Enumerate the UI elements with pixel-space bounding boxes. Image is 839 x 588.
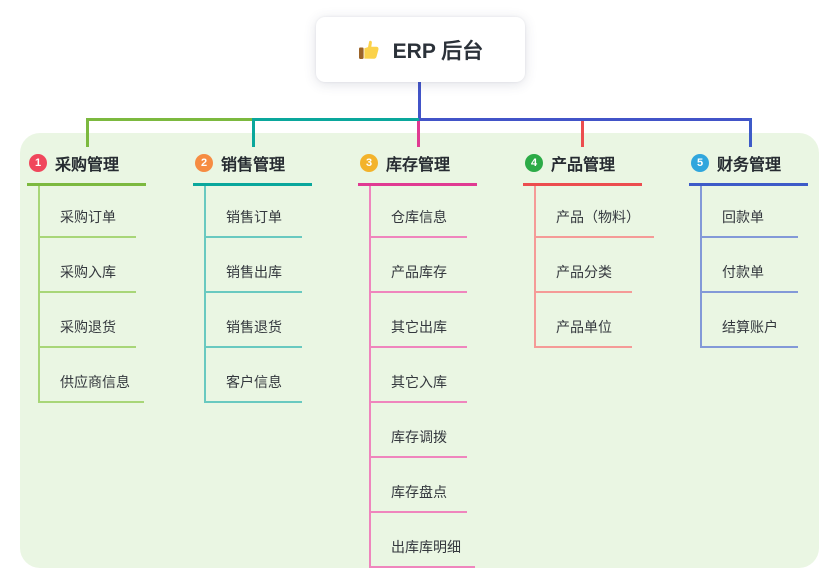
branch-header-1[interactable]: 1 采购管理: [27, 146, 146, 186]
branch-column-5: 5 财务管理回款单付款单结算账户: [689, 146, 839, 348]
branch-drop-line-2: [252, 118, 255, 147]
branch-badge: 5: [691, 154, 709, 172]
branch-badge: 2: [195, 154, 213, 172]
branch-children: 仓库信息产品库存其它出库其它入库库存调拨库存盘点出库库明细: [369, 186, 475, 568]
branch-header-4[interactable]: 4 产品管理: [523, 146, 642, 186]
child-node[interactable]: 付款单: [702, 238, 798, 293]
branch-badge: 4: [525, 154, 543, 172]
branch-badge: 1: [29, 154, 47, 172]
child-node[interactable]: 客户信息: [206, 348, 302, 403]
branch-drop-line-5: [749, 118, 752, 147]
child-node[interactable]: 销售订单: [206, 186, 302, 238]
branch-column-1: 1 采购管理采购订单采购入库采购退货供应商信息: [27, 146, 177, 403]
child-node[interactable]: 出库库明细: [371, 513, 475, 568]
branch-label: 采购管理: [55, 157, 120, 174]
branch-children: 采购订单采购入库采购退货供应商信息: [38, 186, 144, 403]
branch-children: 回款单付款单结算账户: [700, 186, 798, 348]
child-node[interactable]: 销售出库: [206, 238, 302, 293]
child-node[interactable]: 产品（物料）: [536, 186, 654, 238]
child-node[interactable]: 其它入库: [371, 348, 467, 403]
bus-segment-2: [252, 118, 419, 121]
branch-badge: 3: [360, 154, 378, 172]
branch-drop-line-3: [417, 121, 420, 147]
branch-drop-line-1: [86, 118, 89, 147]
child-node[interactable]: 产品分类: [536, 238, 632, 293]
child-node[interactable]: 产品单位: [536, 293, 632, 348]
root-node[interactable]: ERP 后台: [316, 17, 525, 82]
child-node[interactable]: 回款单: [702, 186, 798, 238]
branch-header-5[interactable]: 5 财务管理: [689, 146, 808, 186]
branch-label: 库存管理: [386, 157, 451, 174]
child-node[interactable]: 库存盘点: [371, 458, 467, 513]
bus-segment-1: [86, 118, 252, 121]
child-node[interactable]: 仓库信息: [371, 186, 467, 238]
branch-label: 财务管理: [717, 157, 782, 174]
branch-header-2[interactable]: 2 销售管理: [193, 146, 312, 186]
branch-label: 产品管理: [551, 157, 616, 174]
child-node[interactable]: 采购订单: [40, 186, 136, 238]
child-node[interactable]: 销售退货: [206, 293, 302, 348]
branch-column-2: 2 销售管理销售订单销售出库销售退货客户信息: [193, 146, 343, 403]
child-node[interactable]: 其它出库: [371, 293, 467, 348]
branch-column-4: 4 产品管理产品（物料）产品分类产品单位: [523, 146, 673, 348]
child-node[interactable]: 库存调拨: [371, 403, 467, 458]
branch-header-3[interactable]: 3 库存管理: [358, 146, 477, 186]
child-node[interactable]: 供应商信息: [40, 348, 144, 403]
branches-background-panel: [20, 133, 819, 568]
branch-drop-line-4: [581, 121, 584, 147]
branch-label: 销售管理: [221, 157, 286, 174]
branch-children: 产品（物料）产品分类产品单位: [534, 186, 654, 348]
root-stem-line: [417, 82, 421, 119]
child-node[interactable]: 采购入库: [40, 238, 136, 293]
child-node[interactable]: 产品库存: [371, 238, 467, 293]
branch-column-3: 3 库存管理仓库信息产品库存其它出库其它入库库存调拨库存盘点出库库明细: [358, 146, 508, 568]
child-node[interactable]: 采购退货: [40, 293, 136, 348]
root-title: ERP 后台: [392, 39, 484, 63]
branch-children: 销售订单销售出库销售退货客户信息: [204, 186, 302, 403]
child-node[interactable]: 结算账户: [702, 293, 798, 348]
thumbs-up-icon: [358, 38, 382, 62]
bus-segment-3: [419, 118, 752, 121]
